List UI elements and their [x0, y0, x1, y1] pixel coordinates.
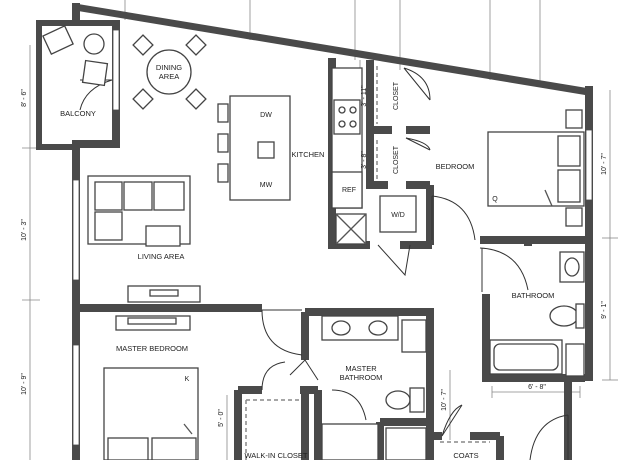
living-furniture: [87, 175, 201, 303]
closet-rails: [245, 66, 490, 460]
label-coats: COATS: [453, 451, 478, 460]
label-dining-line1: DINING: [156, 63, 182, 72]
label-bed-q: Q: [492, 196, 498, 203]
label-mw: MW: [260, 182, 273, 189]
balcony-furniture: [42, 25, 109, 87]
dim-closet-lower: 3' - 8": [361, 151, 368, 169]
label-bathroom: BATHROOM: [512, 291, 555, 300]
window-strip-balcony: [112, 29, 120, 111]
label-closet-lower: CLOSET: [393, 145, 400, 174]
label-dining-line2: AREA: [159, 72, 179, 81]
label-bedroom: BEDROOM: [436, 162, 475, 171]
bedroom-furniture: [487, 109, 585, 227]
label-closet-upper: CLOSET: [393, 81, 400, 110]
label-master-bathroom-line2: BATHROOM: [340, 373, 383, 382]
label-ref: REF: [342, 187, 356, 194]
dim-hall: 10' - 7": [441, 389, 448, 411]
dimension-labels: 8' - 6" 10' - 3" 10' - 9" 10' - 7" 9' - …: [21, 85, 608, 427]
dim-balcony: 8' - 6": [21, 89, 28, 107]
label-wd: W/D: [391, 212, 405, 219]
label-kitchen: KITCHEN: [292, 150, 325, 159]
interior-walls: [80, 58, 585, 460]
dining-table: [132, 34, 207, 110]
room-labels: DINING AREA BALCONY KITCHEN LIVING AREA …: [60, 63, 554, 460]
dim-walkin: 5' - 0": [218, 409, 225, 427]
label-master-bedroom: MASTER BEDROOM: [116, 344, 188, 353]
label-balcony: BALCONY: [60, 109, 96, 118]
window-strip: [72, 179, 80, 281]
dim-living: 10' - 3": [21, 219, 28, 241]
window-strip-master: [72, 344, 80, 446]
window-strip-bedroom: [585, 129, 593, 201]
label-dw: DW: [260, 112, 272, 119]
dim-bedroom: 10' - 7": [601, 153, 608, 175]
kitchen-counter: [331, 67, 417, 245]
master-bathroom-fixtures: [321, 315, 427, 460]
dim-bathroom-width: 6' - 8": [528, 384, 546, 391]
master-bedroom-furniture: [103, 315, 199, 460]
label-walk-in-closet: WALK-IN CLOSET: [244, 451, 307, 460]
label-bed-k: K: [185, 376, 190, 383]
kitchen-island: [217, 95, 291, 201]
label-master-bathroom-line1: MASTER: [345, 364, 377, 373]
label-living-area: LIVING AREA: [138, 252, 185, 261]
bathroom-fixtures: [489, 251, 585, 377]
dim-closet-upper: 3' - 11": [361, 85, 368, 107]
dim-master: 10' - 9": [21, 373, 28, 395]
dim-bathroom-depth: 9' - 1": [601, 301, 608, 319]
